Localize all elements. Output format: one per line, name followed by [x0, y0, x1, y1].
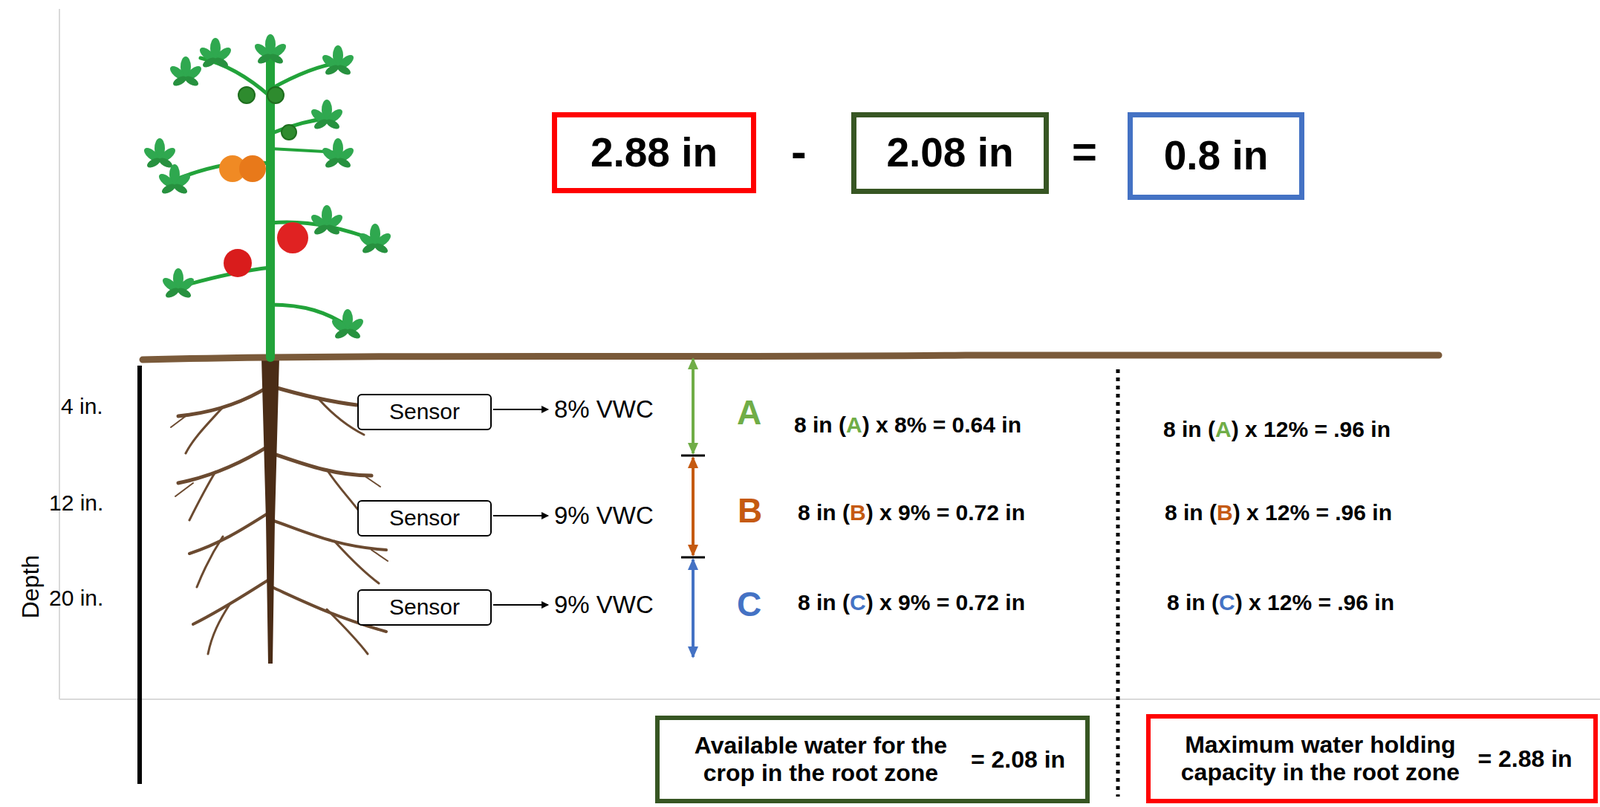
- box-text: Sensor: [389, 505, 460, 532]
- box-text: Maximum water holding capacity in the ro…: [1171, 730, 1469, 786]
- depth-mark: 4 in.: [60, 393, 104, 419]
- operator: -: [791, 126, 807, 177]
- equation-box: 0.8 in: [1127, 112, 1305, 200]
- equation-box: 2.88 in: [551, 112, 757, 194]
- operator: =: [1071, 127, 1098, 176]
- capacity-equation: 8 in (C) x 12% = .96 in: [1166, 589, 1395, 615]
- summary-box: Maximum water holding capacity in the ro…: [1146, 713, 1598, 803]
- box-text: 2.08 in: [886, 129, 1014, 177]
- box-value: = 2.88 in: [1477, 745, 1572, 773]
- capacity-equation: 8 in (A) x 12% = .96 in: [1163, 416, 1391, 442]
- box-text: Available water for the crop in the root…: [679, 731, 962, 787]
- box-text: Sensor: [389, 398, 460, 425]
- vwc-reading: 9% VWC: [554, 502, 654, 529]
- capacity-equation: 8 in (B) x 12% = .96 in: [1164, 499, 1393, 525]
- box-text: 0.8 in: [1163, 132, 1269, 180]
- sensor-box: Sensor: [357, 393, 492, 431]
- layer-equation: 8 in (B) x 9% = 0.72 in: [797, 499, 1026, 525]
- sensor-box: Sensor: [357, 499, 492, 537]
- equation-box: 2.08 in: [851, 112, 1049, 194]
- box-text: Sensor: [389, 594, 460, 621]
- layer-letter: B: [737, 491, 763, 530]
- layer-letter: C: [736, 585, 762, 624]
- layer-equation: 8 in (A) x 8% = 0.64 in: [794, 412, 1022, 437]
- depth-mark: 20 in.: [49, 585, 104, 610]
- layer-equation: 8 in (C) x 9% = 0.72 in: [797, 589, 1026, 615]
- layer-letter: A: [736, 393, 762, 432]
- box-text: 2.88 in: [590, 129, 718, 177]
- sensor-box: Sensor: [357, 589, 492, 626]
- axis-title: Depth: [17, 554, 44, 619]
- vwc-reading: 8% VWC: [554, 395, 654, 423]
- depth-mark: 12 in.: [49, 490, 104, 515]
- summary-box: Available water for the crop in the root…: [655, 715, 1090, 803]
- box-value: = 2.08 in: [970, 745, 1066, 774]
- vwc-reading: 9% VWC: [554, 591, 654, 619]
